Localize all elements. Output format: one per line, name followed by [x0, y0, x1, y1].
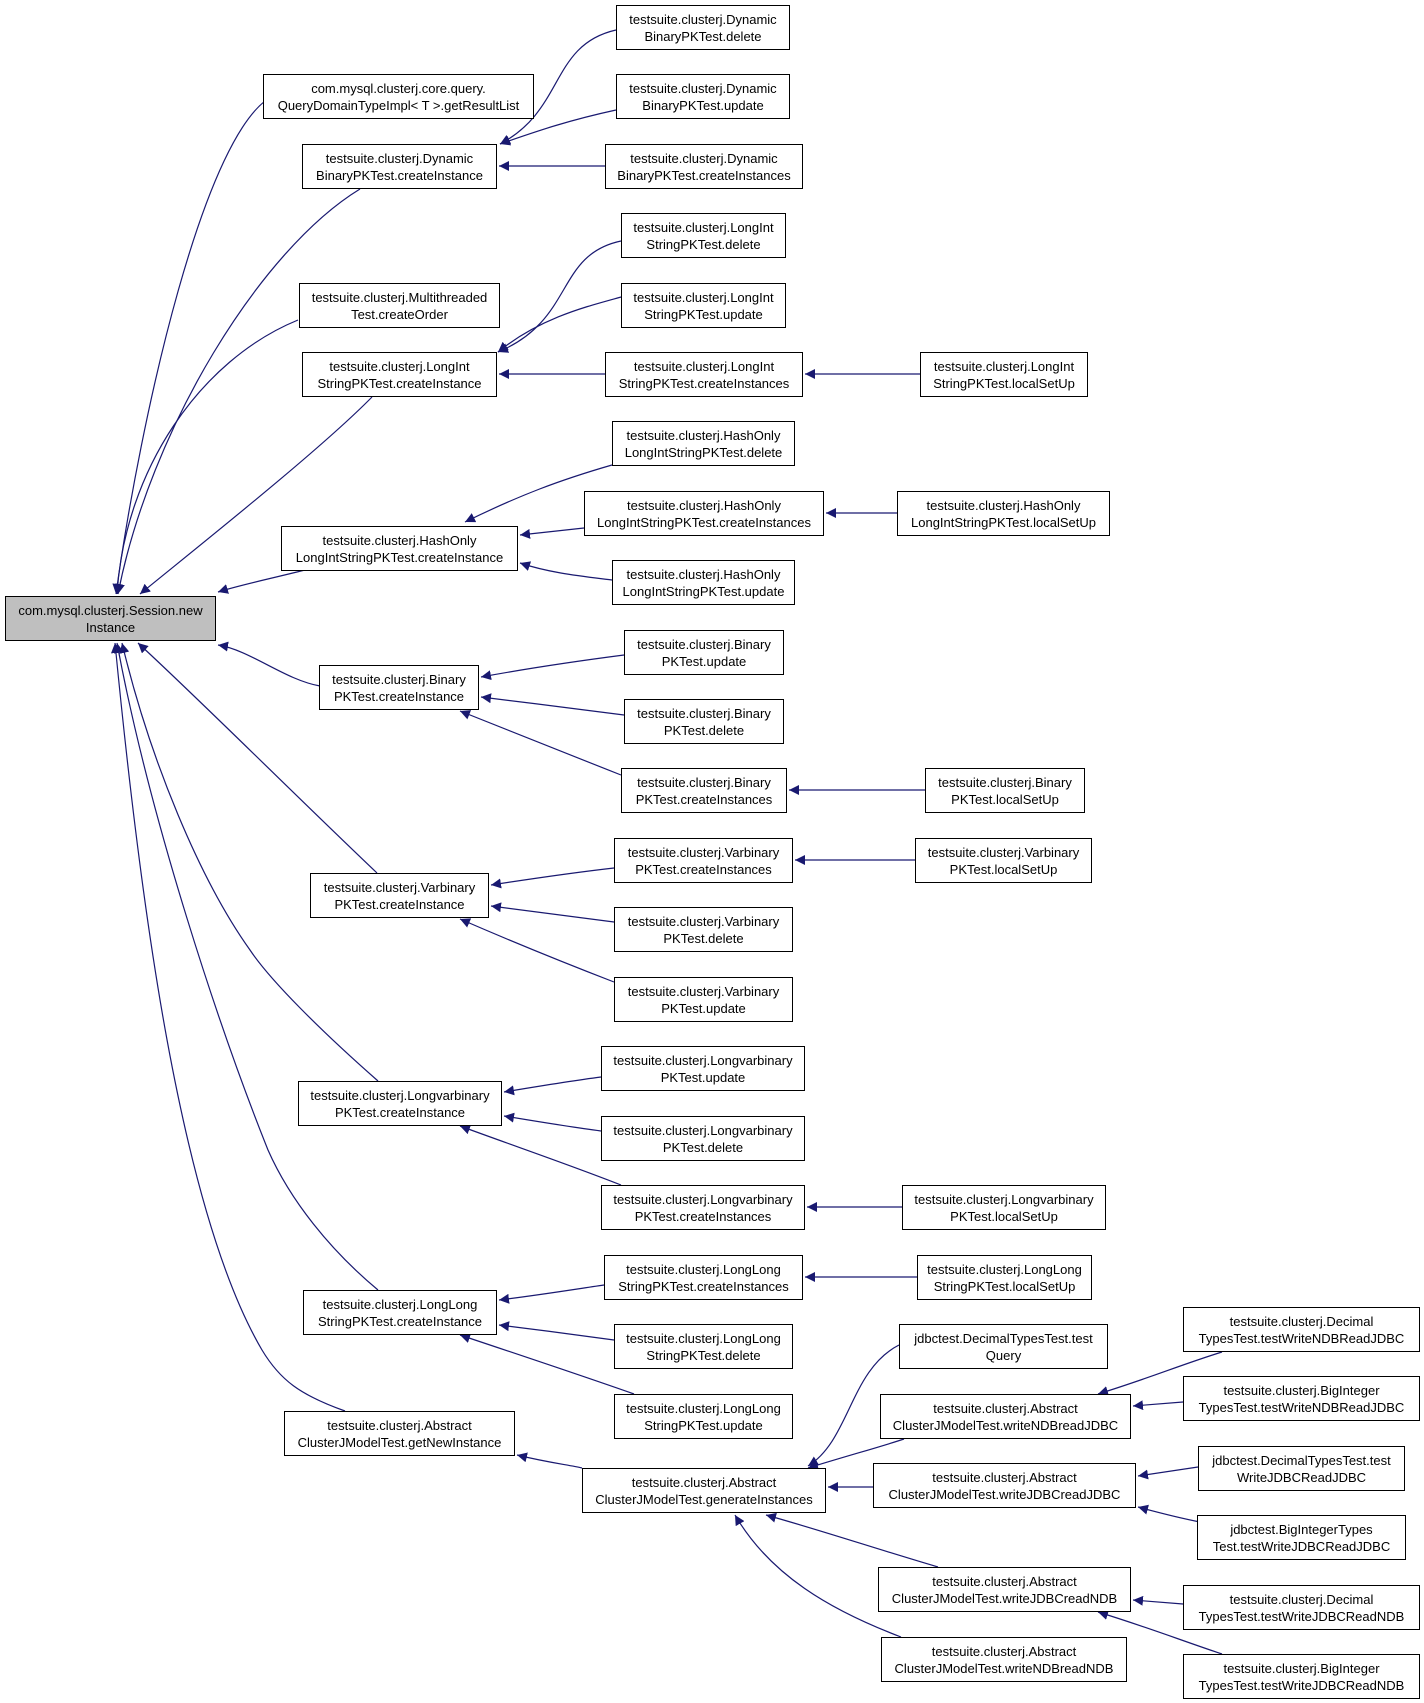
call-edge — [1132, 1595, 1184, 1606]
call-edge — [490, 902, 615, 923]
call-edge — [765, 1512, 939, 1568]
call-edge — [217, 641, 321, 687]
call-edge — [112, 94, 276, 595]
call-edge — [137, 642, 378, 874]
call-edge — [497, 240, 622, 353]
call-edge — [498, 1284, 605, 1304]
call-edge — [112, 319, 299, 595]
call-edge — [480, 693, 625, 716]
call-edge — [1097, 1610, 1223, 1655]
call-edge — [519, 527, 585, 539]
call-edge — [519, 561, 613, 581]
call-edge — [139, 396, 373, 595]
call-edge — [1132, 1400, 1184, 1411]
call-edge — [807, 1438, 905, 1470]
call-edge — [115, 188, 361, 595]
call-edge — [503, 1076, 602, 1096]
call-edge — [498, 1321, 615, 1341]
call-edge — [497, 296, 622, 353]
call-edge — [499, 109, 617, 146]
call-edge — [499, 29, 617, 145]
call-edge — [110, 642, 346, 1412]
call-edge — [459, 1124, 622, 1186]
call-edge — [516, 1452, 583, 1469]
call-edge — [734, 1514, 902, 1638]
call-edge — [459, 710, 622, 776]
call-edge — [464, 464, 613, 523]
call-edge — [459, 918, 615, 983]
call-edge — [490, 867, 615, 889]
node-querydomaintypeimpl-getresultlist[interactable]: com.mysql.clusterj.core.query.QueryDomai… — [263, 74, 534, 119]
call-edge — [113, 642, 379, 1291]
call-edge — [119, 642, 379, 1082]
call-edge — [807, 1344, 900, 1467]
call-edge — [217, 569, 306, 594]
call-edge — [503, 1112, 602, 1132]
call-edge — [459, 1333, 635, 1395]
call-edge — [1137, 1466, 1199, 1480]
call-edge — [1097, 1351, 1223, 1396]
call-edge — [480, 654, 625, 681]
call-edge — [1137, 1504, 1201, 1523]
